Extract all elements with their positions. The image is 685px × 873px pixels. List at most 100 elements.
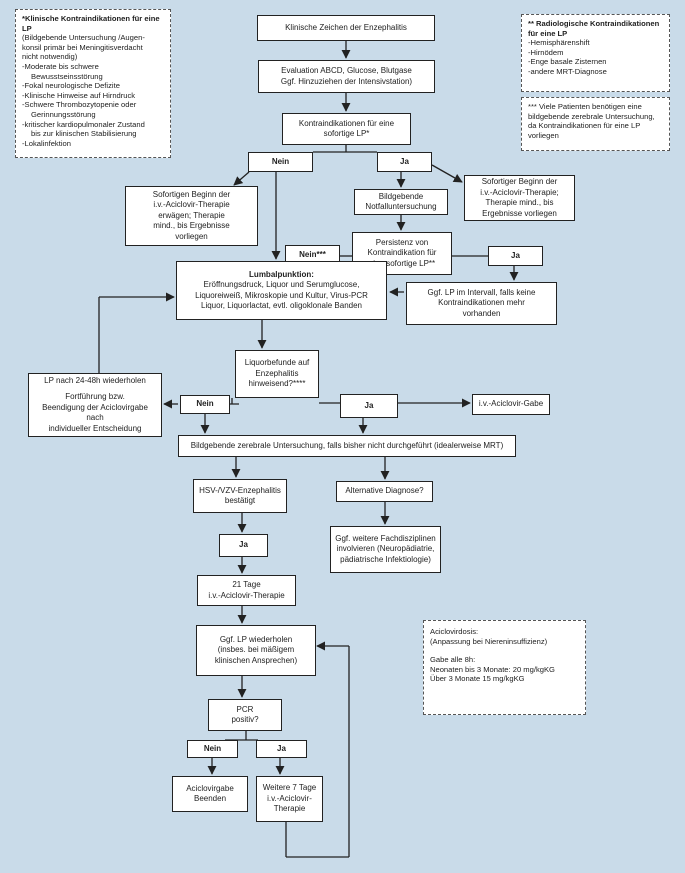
- nein-box-1: Nein: [248, 152, 313, 172]
- box-text: Klinische Zeichen der Enzephalitis: [285, 22, 407, 32]
- clinical-contraindications-note: *Klinische Kontraindikationen für eine L…: [15, 9, 171, 158]
- ja-box-3: Ja: [340, 394, 398, 418]
- note-title: ** Radiologische Kontraindikationen für …: [528, 19, 660, 38]
- note-line: -Hemisphärenshift: [528, 38, 590, 48]
- radiological-contraindications-note: ** Radiologische Kontraindikationen für …: [521, 14, 670, 92]
- note-line: Gerinnungsstörung: [31, 109, 96, 119]
- box-text: Ggf. LP im Intervall, falls keine: [427, 287, 536, 297]
- box-text: individueller Entscheidung: [48, 423, 142, 433]
- box-text: pädiatrische Infektiologie): [340, 554, 431, 564]
- ja-box-2: Ja: [488, 246, 543, 266]
- hsv-confirmed-box: HSV-/VZV-Enzephalitis bestätigt: [193, 479, 287, 513]
- box-text: eine sofortige LP**: [368, 258, 436, 268]
- box-text: i.v.-Aciclovir-Therapie: [153, 200, 230, 210]
- lumbar-puncture-box: Lumbalpunktion: Eröffnungsdruck, Liquor …: [176, 261, 387, 320]
- note-title: *Klinische Kontraindikationen für eine L…: [22, 14, 160, 33]
- box-text: Nein: [203, 743, 222, 753]
- consider-aciclovir-box: Sofortigen Beginn der i.v.-Aciclovir-The…: [125, 186, 258, 246]
- box-text: erwägen; Therapie: [158, 210, 225, 220]
- emergency-imaging-box: Bildgebende Notfalluntersuchung: [354, 189, 448, 215]
- start-aciclovir-box: Sofortiger Beginn der i.v.-Aciclovir-The…: [464, 175, 575, 221]
- box-text: Aciclovirgabe: [186, 783, 234, 793]
- alternative-diagnosis-box: Alternative Diagnose?: [336, 481, 433, 502]
- box-text: Ggf. Hinzuziehen der Intensivstation): [280, 76, 413, 86]
- note-line: Gabe alle 8h:: [430, 655, 476, 665]
- note-line: -Moderate bis schwere: [22, 61, 99, 71]
- note-line: -andere MRT-Diagnose: [528, 66, 607, 76]
- box-text: Ergebnisse vorliegen: [482, 208, 557, 218]
- csf-findings-box: Liquorbefunde auf Enzephalitis hinweisen…: [235, 350, 319, 398]
- pcr-positive-box: PCR positiv?: [208, 699, 282, 731]
- note-line: -Schwere Thrombozytopenie oder: [22, 100, 137, 110]
- box-text: Persistenz von: [375, 237, 429, 247]
- box-text: (insbes. bei mäßigem: [217, 645, 295, 655]
- box-text: sofortige LP*: [323, 129, 370, 138]
- box-text: mind., bis Ergebnisse: [153, 221, 230, 231]
- note-line: bildgebende zerebrale Untersuchung,: [528, 111, 655, 121]
- note-line: -Klinische Hinweise auf Hirndruck: [22, 90, 136, 100]
- note-line: nicht notwendig): [22, 52, 78, 62]
- box-text: klinischen Ansprechen): [214, 655, 298, 665]
- box-text: Kontraindikationen für eine: [298, 118, 395, 128]
- nein-box-3: Nein: [180, 395, 230, 414]
- repeat-lp-box-2: Ggf. LP wiederholen (insbes. bei mäßigem…: [196, 625, 316, 676]
- box-text: i.v.-Aciclovir-Gabe: [478, 399, 544, 409]
- box-text: Enzephalitis: [255, 368, 299, 378]
- note-line: -Enge basale Zisternen: [528, 57, 607, 67]
- note-line: Aciclovirdosis:: [430, 627, 479, 636]
- box-text: Liquoreiweiß, Mikroskopie und Kultur, Vi…: [195, 290, 368, 300]
- box-text: Bildgebende zerebrale Untersuchung, fall…: [190, 440, 504, 450]
- box-text: Lumbalpunktion:: [249, 269, 314, 279]
- note-line: -Hirnödem: [528, 47, 564, 57]
- note-line: konsil primär bei Meningitisverdacht: [22, 42, 143, 52]
- therapy-21-days-box: 21 Tage i.v.-Aciclovir-Therapie: [197, 575, 296, 606]
- box-text: Therapie: [273, 804, 306, 814]
- note-line: -kritischer kardiopulmonaler Zustand: [22, 119, 145, 129]
- box-text: Eröffnungsdruck, Liquor und Serumglucose…: [203, 280, 360, 289]
- box-text: Ja: [400, 156, 409, 166]
- box-text: vorhanden: [462, 308, 501, 318]
- box-text: Sofortigen Beginn der: [152, 189, 231, 199]
- box-text: Ja: [277, 743, 286, 753]
- evaluation-box: Evaluation ABCD, Glucose, Blutgase Ggf. …: [258, 60, 435, 93]
- contraindication-check-box: Kontraindikationen für eine sofortige LP…: [282, 113, 411, 145]
- box-text: Nein***: [299, 250, 326, 260]
- other-disciplines-box: Ggf. weitere Fachdisziplinen involvieren…: [330, 526, 441, 573]
- note-line: (Anpassung bei Niereninsuffizienz): [430, 636, 548, 646]
- note-line: (Bildgebende Untersuchung /Augen-: [22, 33, 145, 43]
- ja-box-1: Ja: [377, 152, 432, 172]
- further-7-days-box: Weitere 7 Tage i.v.-Aciclovir- Therapie: [256, 776, 323, 822]
- box-text: Evaluation ABCD, Glucose, Blutgase: [281, 66, 412, 75]
- box-text: Beenden: [193, 794, 227, 803]
- box-text: Kontraindikationen mehr: [438, 298, 525, 308]
- box-text: Ja: [239, 540, 248, 550]
- box-text: Bildgebende: [378, 191, 424, 201]
- nein-box-2: Nein***: [285, 245, 340, 266]
- note-line: Bewusstseinsstörung: [31, 71, 103, 81]
- note-line: -Fokal neurologische Defizite: [22, 81, 120, 91]
- ja-box-5: Ja: [256, 740, 307, 758]
- start-box: Klinische Zeichen der Enzephalitis: [257, 15, 435, 41]
- stop-aciclovir-box: Aciclovirgabe Beenden: [172, 776, 248, 812]
- box-text: PCR: [236, 704, 254, 714]
- box-text: Alternative Diagnose?: [345, 486, 424, 496]
- box-text: Weitere 7 Tage: [262, 783, 317, 793]
- box-text: Fortführung bzw.: [65, 392, 125, 401]
- box-text: Beendigung der Aciclovirgabe nach: [42, 402, 148, 423]
- box-text: Liquorbefunde auf: [244, 358, 310, 368]
- box-text: vorliegen: [175, 231, 208, 241]
- box-text: Sofortiger Beginn der: [481, 177, 558, 186]
- box-text: LP nach 24-48h wiederholen: [44, 376, 146, 385]
- box-text: Notfalluntersuchung: [365, 202, 437, 211]
- box-text: positiv?: [231, 715, 259, 724]
- box-text: Ja: [511, 250, 520, 260]
- box-text: Ggf. LP wiederholen: [219, 634, 293, 644]
- lp-interval-box: Ggf. LP im Intervall, falls keine Kontra…: [406, 282, 557, 325]
- box-text: Nein: [271, 156, 290, 166]
- box-text: i.v.-Aciclovir-Therapie: [208, 590, 285, 600]
- box-text: Therapie mind., bis: [485, 198, 554, 207]
- box-text: 21 Tage: [232, 580, 261, 589]
- box-text: Liquor, Liquorlactat, evtl. oligoklonale…: [201, 301, 362, 310]
- repeat-lp-box: LP nach 24-48h wiederholen Fortführung b…: [28, 373, 162, 437]
- nein-box-5: Nein: [187, 740, 238, 758]
